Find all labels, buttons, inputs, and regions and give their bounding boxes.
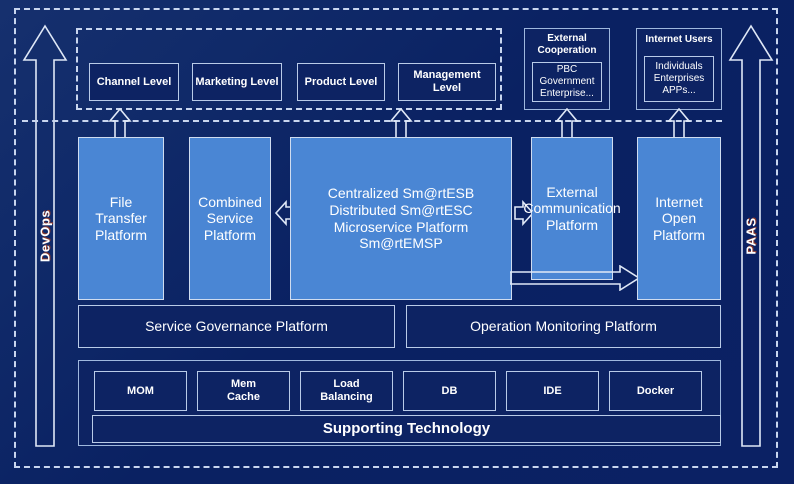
tech-box-docker[interactable]: Docker	[609, 371, 702, 411]
management-box-service-governance-platform[interactable]: Service Governance Platform	[78, 305, 395, 348]
internet-users-body-box[interactable]: Individuals Enterprises APPs...	[644, 56, 714, 102]
business-box-marketing-level[interactable]: Marketing Level	[192, 63, 282, 101]
business-box-channel-level-label: Channel Level	[96, 75, 172, 88]
management-box-service-governance-platform-label: Service Governance Platform	[145, 318, 328, 335]
external-cooperation-body-box[interactable]: PBC Government Enterprise...	[532, 62, 602, 102]
tech-box-ide-label: IDE	[543, 384, 562, 397]
business-box-management-level-label: Management Level	[413, 69, 481, 94]
tech-box-db[interactable]: DB	[403, 371, 496, 411]
tech-box-db-label: DB	[441, 384, 458, 397]
devops-arrow-label: DevOps	[37, 209, 53, 263]
outer-dashed-border	[14, 8, 778, 468]
external-cooperation-title-label: External Cooperation	[537, 33, 597, 56]
tech-box-mom-label: MOM	[127, 384, 154, 397]
internet-users-title: Internet Users	[636, 30, 722, 50]
up-arrow-to-management-level	[389, 107, 413, 140]
external-cooperation-title: External Cooperation	[524, 30, 610, 60]
business-box-marketing-level-label: Marketing Level	[195, 75, 279, 88]
devops-arrow: DevOps	[22, 22, 68, 450]
up-arrow-to-internet-users	[667, 107, 691, 140]
business-box-management-level[interactable]: Management Level	[398, 63, 496, 101]
paas-arrow: PAAS	[728, 22, 774, 450]
internet-users-title-label: Internet Users	[645, 34, 713, 46]
business-box-product-level[interactable]: Product Level	[297, 63, 385, 101]
tech-box-ide[interactable]: IDE	[506, 371, 599, 411]
up-arrow-to-external-cooperation	[555, 107, 579, 140]
up-arrow-to-channel-level	[108, 107, 132, 140]
business-box-channel-level[interactable]: Channel Level	[89, 63, 179, 101]
external-cooperation-body-label: PBC Government Enterprise...	[539, 64, 595, 99]
internet-users-body-label: Individuals Enterprises APPs...	[653, 61, 705, 96]
management-box-operation-monitoring-platform-label: Operation Monitoring Platform	[470, 318, 657, 335]
tech-box-docker-label: Docker	[636, 384, 675, 397]
paas-arrow-label: PAAS	[743, 217, 759, 255]
business-box-product-level-label: Product Level	[304, 75, 378, 88]
long-arrow-central-to-internet-open-platform	[509, 264, 641, 292]
management-box-operation-monitoring-platform[interactable]: Operation Monitoring Platform	[406, 305, 721, 348]
supporting-technology-bar[interactable]: Supporting Technology	[92, 415, 721, 443]
layer-separator-dashed-line	[22, 120, 722, 122]
supporting-technology-label: Supporting Technology	[322, 420, 491, 438]
right-arrow-central-to-external-comm	[514, 199, 535, 227]
tech-box-mom[interactable]: MOM	[94, 371, 187, 411]
business-layer-panel	[76, 28, 502, 110]
